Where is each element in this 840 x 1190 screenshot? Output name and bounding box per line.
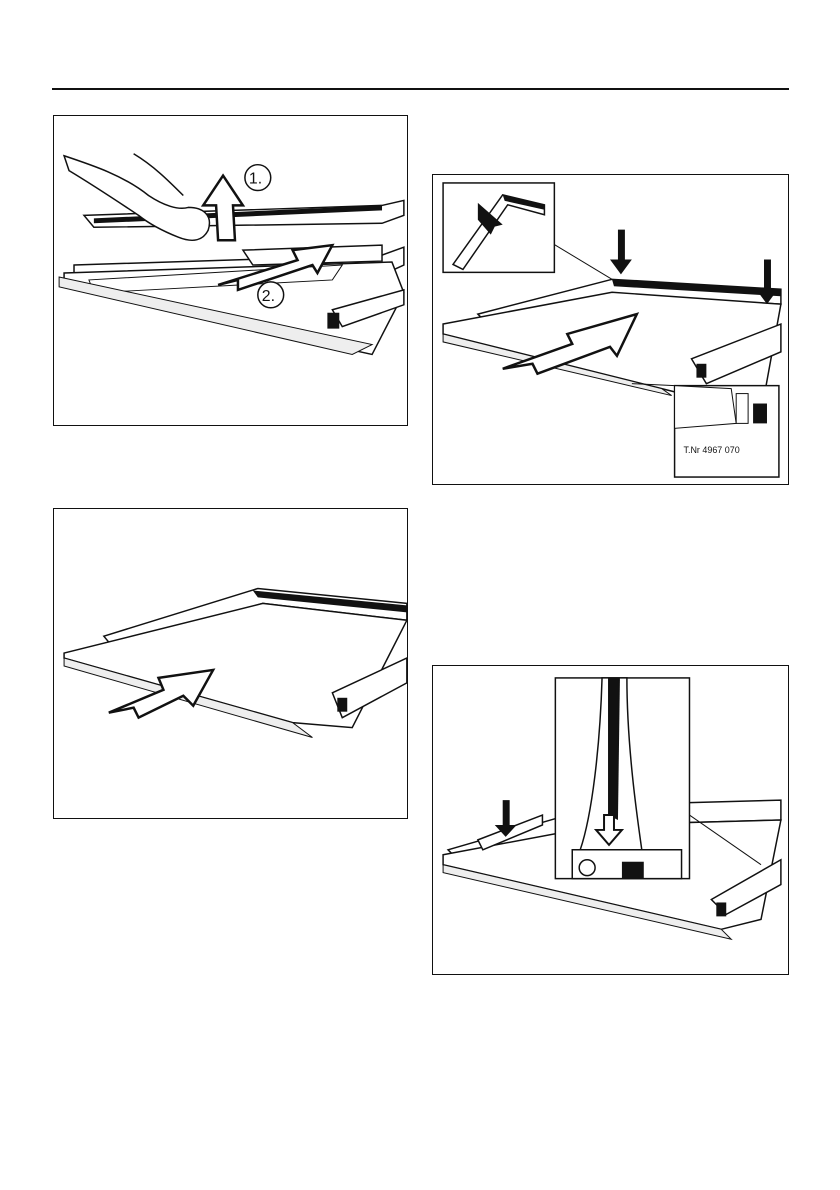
figure-remove-pane: 1. 2. <box>53 115 408 426</box>
figure-seal-detail <box>432 665 789 975</box>
figure-insert-pane: T.Nr 4967 070 <box>432 174 789 485</box>
figure-remove-pane-drawing: 1. 2. <box>54 116 407 425</box>
arrow-up-icon <box>203 176 243 241</box>
figure-slide-pane <box>53 508 408 819</box>
step-2-label: 2. <box>262 288 275 305</box>
figure-slide-pane-drawing <box>54 509 407 818</box>
figure-insert-pane-drawing: T.Nr 4967 070 <box>433 175 788 484</box>
figure-seal-detail-drawing <box>433 666 788 974</box>
top-divider <box>52 88 789 90</box>
step-1-label: 1. <box>249 171 262 188</box>
arrow-down-icon <box>610 230 632 275</box>
part-number-label: T.Nr 4967 070 <box>684 445 740 455</box>
